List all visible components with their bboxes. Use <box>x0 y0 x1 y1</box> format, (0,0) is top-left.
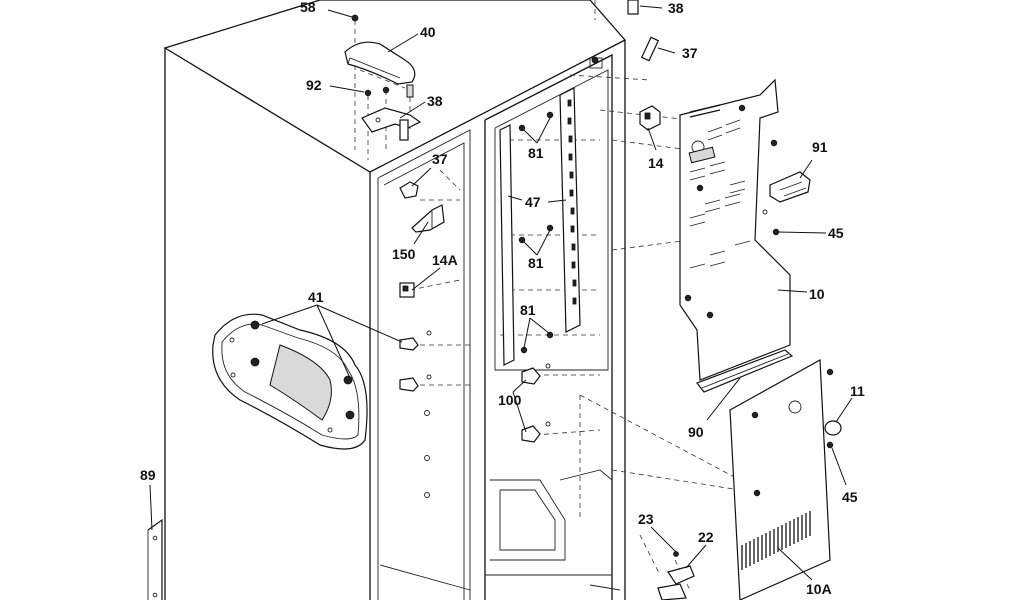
callout-37-left: 37 <box>432 151 448 167</box>
trim-strip <box>696 349 794 393</box>
callout-89: 89 <box>140 467 156 483</box>
callout-38-top: 38 <box>668 0 684 16</box>
insulation-panel <box>212 313 368 450</box>
hinge-pin <box>627 0 639 15</box>
callout-14: 14 <box>648 155 664 171</box>
rear-panel <box>679 78 791 381</box>
callout-81-top: 81 <box>528 145 544 161</box>
callout-10a: 10A <box>806 581 832 597</box>
plug <box>824 420 842 436</box>
callout-92: 92 <box>306 77 322 93</box>
top-hinge-cover <box>344 41 416 85</box>
leader-lines <box>149 5 853 581</box>
callout-150: 150 <box>392 246 416 262</box>
panel-louvers <box>741 511 811 570</box>
callout-40: 40 <box>420 24 436 40</box>
callout-41: 41 <box>308 289 324 305</box>
door-stop-right <box>640 36 660 62</box>
fresh-food-switch <box>639 105 661 131</box>
callout-58: 58 <box>300 0 316 15</box>
bracket <box>411 204 445 233</box>
wire-clip <box>769 171 811 203</box>
callout-14a: 14A <box>432 252 458 268</box>
callout-11: 11 <box>850 383 865 399</box>
door-switch <box>399 282 415 298</box>
lower-rear-panel <box>729 359 834 600</box>
panel-vents <box>689 104 751 269</box>
cabinet-body <box>163 0 627 600</box>
callout-45-low: 45 <box>842 489 858 505</box>
callout-45-top: 45 <box>828 225 844 241</box>
door-stop-left <box>399 181 419 199</box>
shelf-rails <box>499 87 581 366</box>
side-plate <box>147 518 163 600</box>
callout-23: 23 <box>638 511 654 527</box>
bottom-hinge <box>657 551 695 600</box>
drawer-supports <box>521 363 551 443</box>
callout-90: 90 <box>688 424 704 440</box>
callout-38-hinge: 38 <box>427 93 443 109</box>
screw <box>351 14 359 22</box>
callout-81-low: 81 <box>520 302 536 318</box>
screw-pair <box>364 86 390 97</box>
callout-100: 100 <box>498 392 522 408</box>
hinge-bolts <box>399 337 419 392</box>
callout-22: 22 <box>698 529 714 545</box>
callout-10: 10 <box>809 286 825 302</box>
callout-47: 47 <box>525 194 541 210</box>
callout-91: 91 <box>812 139 828 155</box>
rail-slots <box>567 99 577 305</box>
callout-81-mid: 81 <box>528 255 544 271</box>
callout-labels: 58 40 92 38 38 37 37 150 14A 41 89 81 47… <box>140 0 865 597</box>
callout-37-right: 37 <box>682 45 698 61</box>
